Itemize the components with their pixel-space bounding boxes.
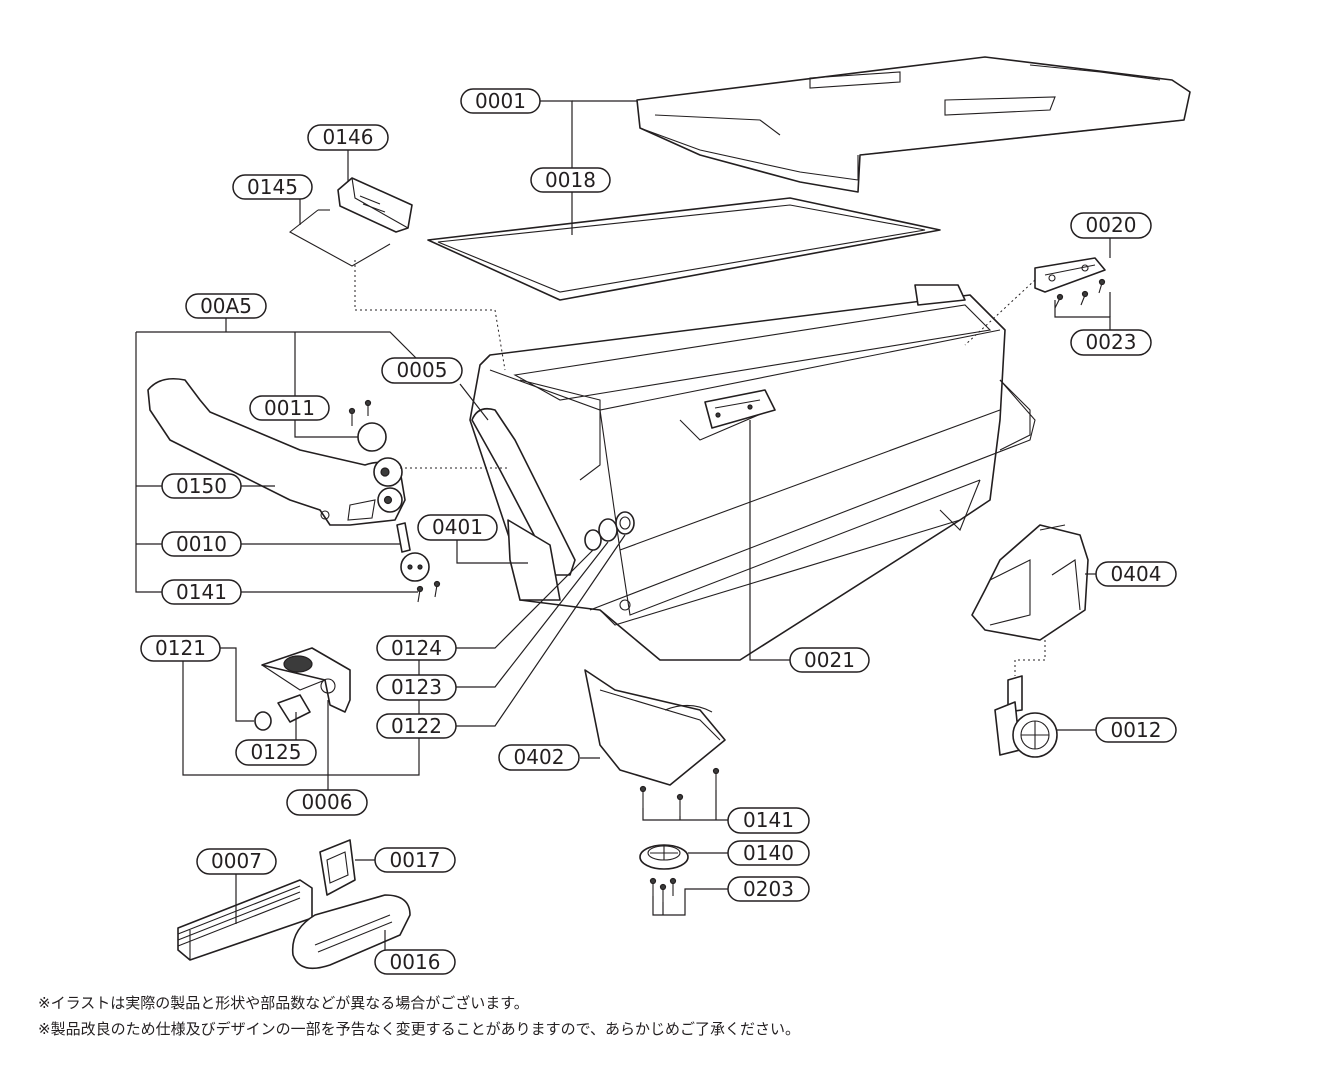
wheel-part-0012 [994,675,1058,758]
callout-0012: 0012 [1095,717,1177,743]
callout-0141-upper: 0141 [161,579,242,605]
callout-0005: 0005 [381,357,463,384]
callout-0018-text: 0018 [545,168,596,192]
callout-0017: 0017 [374,847,456,873]
callout-00A5-text: 00A5 [200,294,252,318]
callout-0402-text: 0402 [514,745,565,769]
callout-0020-text: 0020 [1086,213,1137,237]
callout-0146: 0146 [307,124,389,151]
callout-0150: 0150 [161,473,242,499]
callout-0006: 0006 [286,789,368,816]
callout-0203-text: 0203 [743,877,794,901]
callout-00A5: 00A5 [185,293,267,319]
callout-0141-upper-text: 0141 [176,580,227,604]
callout-0145: 0145 [232,174,313,200]
callout-0018: 0018 [530,167,611,193]
bracket-part-0006 [261,647,351,713]
callout-0123-text: 0123 [391,675,442,699]
callout-0011-text: 0011 [264,396,315,420]
callout-0402: 0402 [498,744,580,771]
callout-0122: 0122 [376,713,457,739]
plates-part-0007 [177,879,313,961]
screws-part-0141-lower [639,767,720,816]
hinge-part-0020 [1034,257,1106,293]
callout-0146-text: 0146 [323,125,374,149]
body-hinge [914,284,966,306]
buckle-part-0017 [319,839,356,896]
callout-0145-text: 0145 [247,175,298,199]
footnote-illustration-disclaimer: ※イラストは実際の製品と形状や部品数などが異なる場合がございます。 [38,994,529,1012]
callout-0016: 0016 [374,949,456,975]
cooler-body [469,294,1031,661]
callout-0121-text: 0121 [155,636,206,660]
drain-parts [584,511,635,551]
callout-0010: 0010 [161,531,242,557]
callout-0023-text: 0023 [1086,330,1137,354]
callout-0124: 0124 [376,635,457,661]
latch-part-0021 [704,389,776,429]
callout-0010-text: 0010 [176,532,227,556]
wheel-housing-part-0404 [971,524,1089,641]
cap-disk-part-0140 [639,844,689,870]
callout-0021-text: 0021 [804,648,855,672]
screws-part-0203 [649,877,677,902]
callout-0203: 0203 [727,876,810,902]
callout-0404: 0404 [1095,561,1177,587]
screws-part-0023 [1054,278,1106,309]
callout-0001-text: 0001 [475,89,526,113]
callout-0122-text: 0122 [391,714,442,738]
callout-0012-text: 0012 [1111,718,1162,742]
corner-guard-part-0402 [584,669,726,786]
footnotes: ※イラストは実際の製品と形状や部品数などが異なる場合がございます。 ※製品改良の… [38,990,1238,1042]
callout-0140-text: 0140 [743,841,794,865]
hinge-cover-part-0146 [337,177,413,233]
footnote-spec-change-disclaimer: ※製品改良のため仕様及びデザインの一部を予告なく変更することがありますので、あら… [38,1020,800,1038]
callout-0401: 0401 [417,514,498,541]
drain-plug-part-0125 [254,694,311,731]
cap-part-0141 [400,552,441,603]
callout-0141-lower-text: 0141 [743,808,794,832]
grip-part-0016 [291,894,411,970]
end-panel-part-0401 [507,519,561,601]
callout-0021: 0021 [789,647,870,673]
cap-part-0011 [348,399,387,452]
callout-0005-text: 0005 [397,358,448,382]
callout-0020: 0020 [1070,212,1152,239]
callout-0401-text: 0401 [432,515,483,539]
callout-0123: 0123 [376,674,457,701]
callout-0007-text: 0007 [211,849,262,873]
callout-0140: 0140 [727,840,810,866]
callout-0011: 0011 [249,395,330,421]
callout-0017-text: 0017 [390,848,441,872]
callout-0125-text: 0125 [251,740,302,764]
callout-0121: 0121 [140,635,221,662]
callout-0125: 0125 [235,739,317,766]
handle-part-0005 [471,379,1036,611]
leader-lines [135,100,1111,958]
arm-part-0150 [147,377,406,526]
wire-part-0145 [289,209,391,267]
callout-0006-text: 0006 [302,790,353,814]
callout-0404-text: 0404 [1111,562,1162,586]
callout-0150-text: 0150 [176,474,227,498]
callout-0023: 0023 [1070,329,1152,356]
callout-0016-text: 0016 [390,950,441,974]
callout-0141-lower: 0141 [727,807,810,834]
callout-0124-text: 0124 [391,636,442,660]
pin-part-0010 [396,522,411,553]
gasket-part-0018 [427,197,941,301]
callout-0007: 0007 [196,848,277,875]
callout-0001: 0001 [460,88,541,114]
lid-part-0001 [636,56,1191,193]
